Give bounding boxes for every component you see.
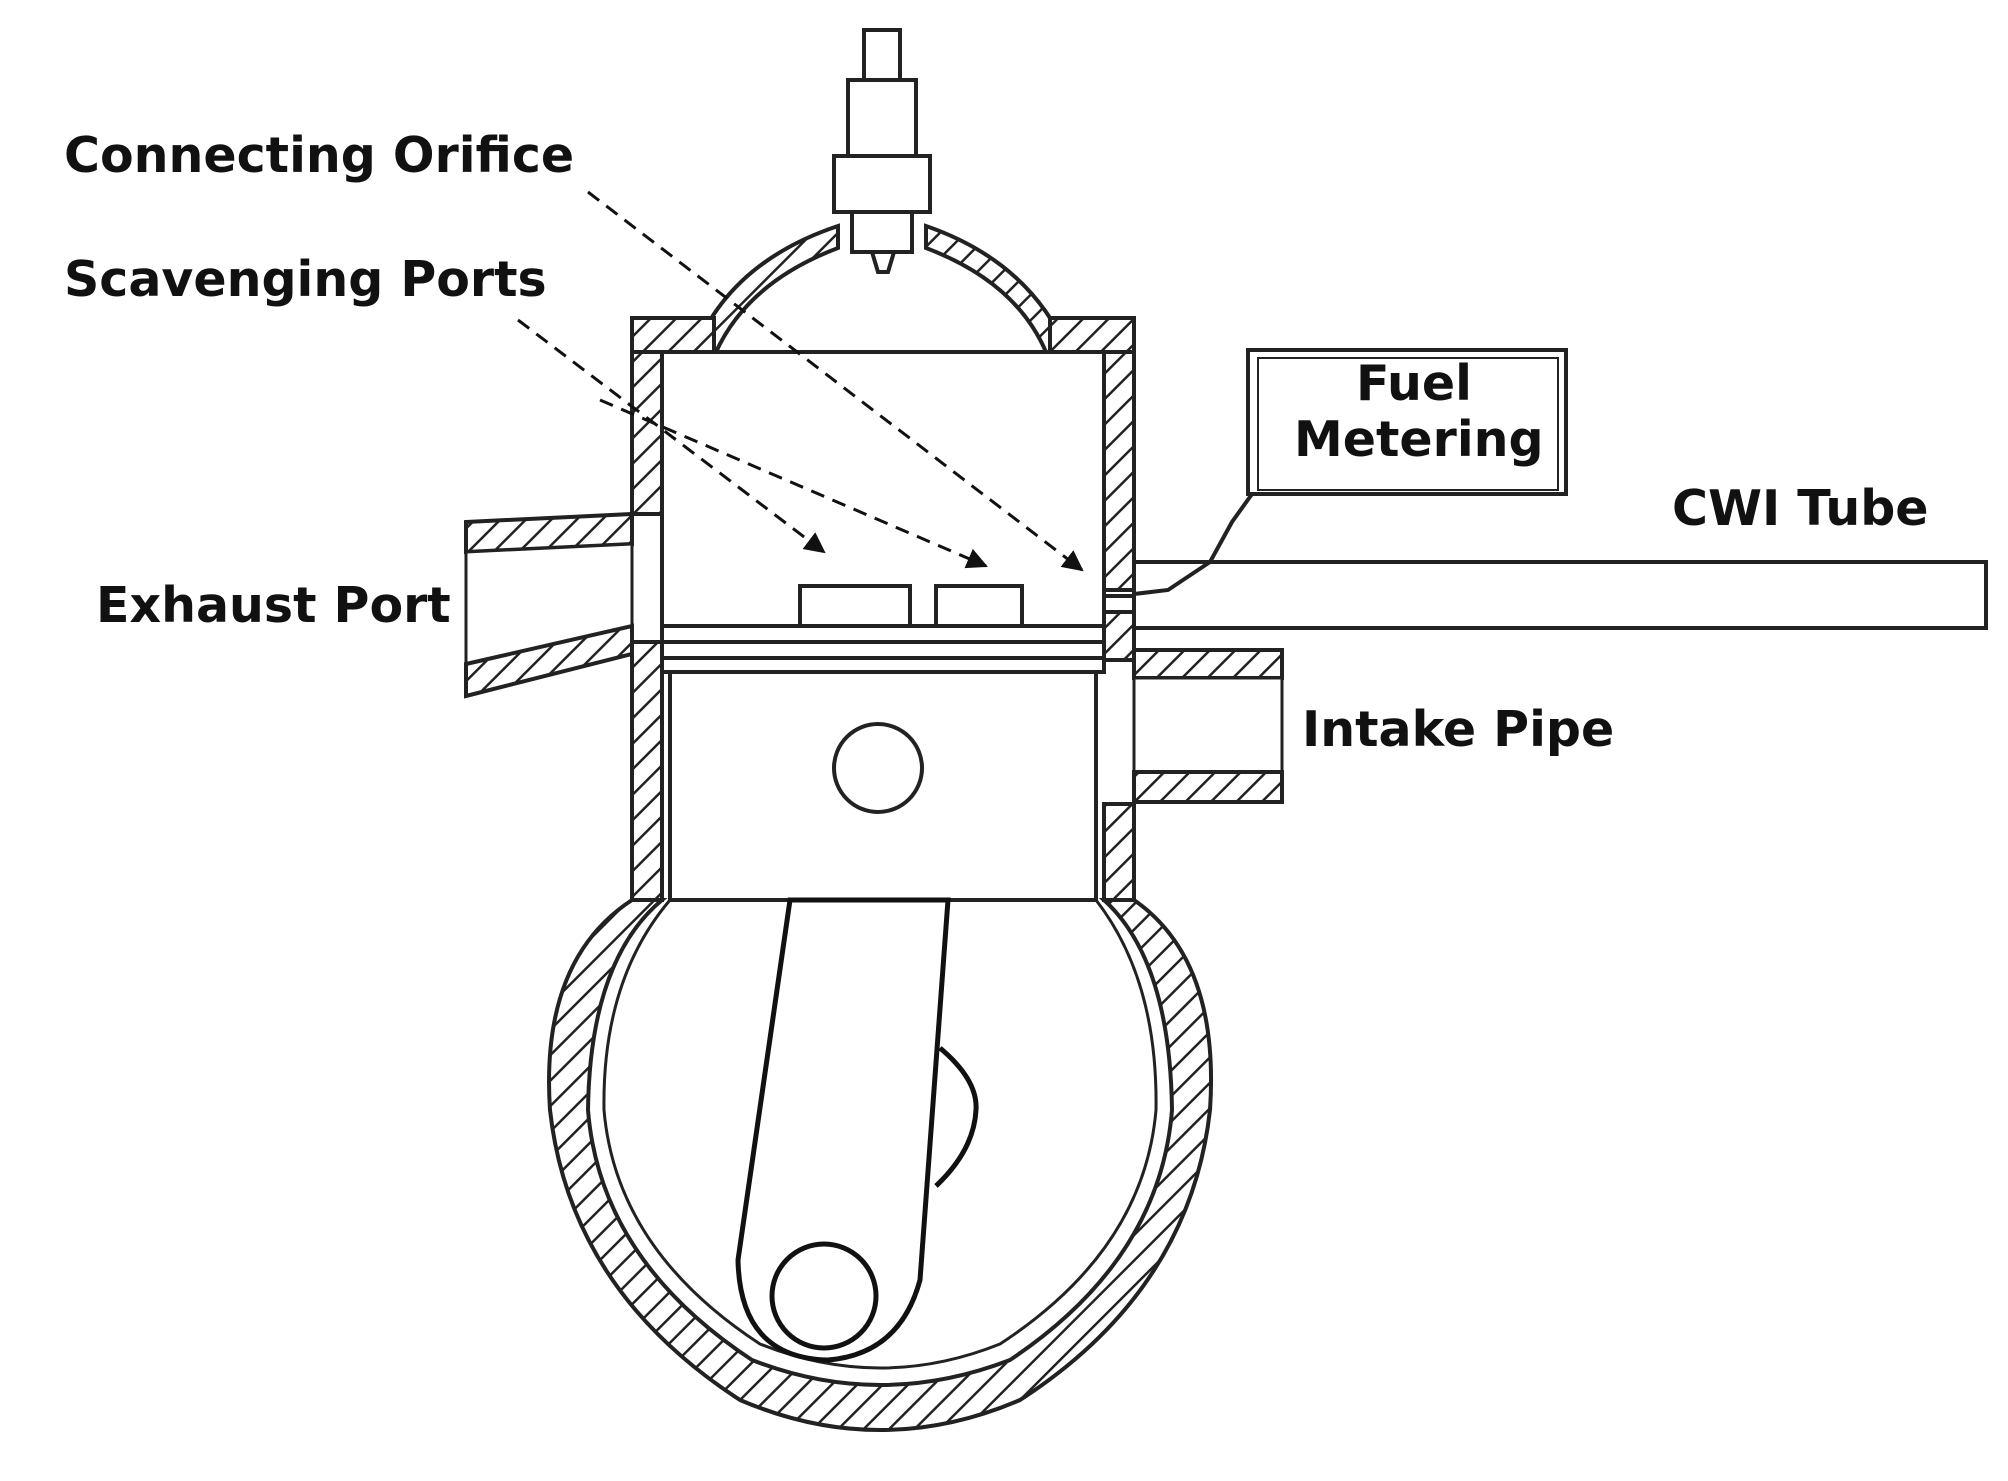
piston-pin — [832, 722, 924, 814]
leader-connecting-orifice — [587, 190, 1084, 572]
exhaust-port — [464, 511, 634, 699]
label-fuel-metering-line1: Fuel — [1356, 355, 1472, 412]
cylinder-wall-right — [1048, 316, 1136, 902]
label-fuel-metering: Fuel Metering — [1294, 355, 1544, 469]
label-cwi-tube: CWI Tube — [1672, 480, 1929, 537]
cwi-tube — [1104, 560, 1988, 630]
label-exhaust-port: Exhaust Port — [96, 577, 451, 634]
scavenging-ports — [798, 584, 1024, 628]
label-scavenging-ports: Scavenging Ports — [64, 251, 547, 308]
leader-scavenging-port-2 — [599, 398, 988, 569]
piston-rings — [660, 624, 1106, 674]
crank-pin — [769, 1241, 879, 1351]
piston — [668, 670, 1098, 902]
cylinder-wall-left — [630, 316, 716, 902]
leader-scavenging-port-1 — [517, 318, 826, 554]
connecting-rod — [735, 897, 979, 1363]
leader-lines — [517, 190, 1084, 572]
crankcase — [547, 898, 1213, 1432]
spark-plug — [832, 28, 932, 274]
fuel-metering-box — [1133, 348, 1568, 596]
label-connecting-orifice: Connecting Orifice — [64, 127, 575, 184]
intake-pipe — [1132, 648, 1284, 804]
label-fuel-metering-line2: Metering — [1294, 411, 1544, 469]
label-intake-pipe: Intake Pipe — [1302, 701, 1615, 758]
cylinder-head — [691, 223, 1072, 354]
